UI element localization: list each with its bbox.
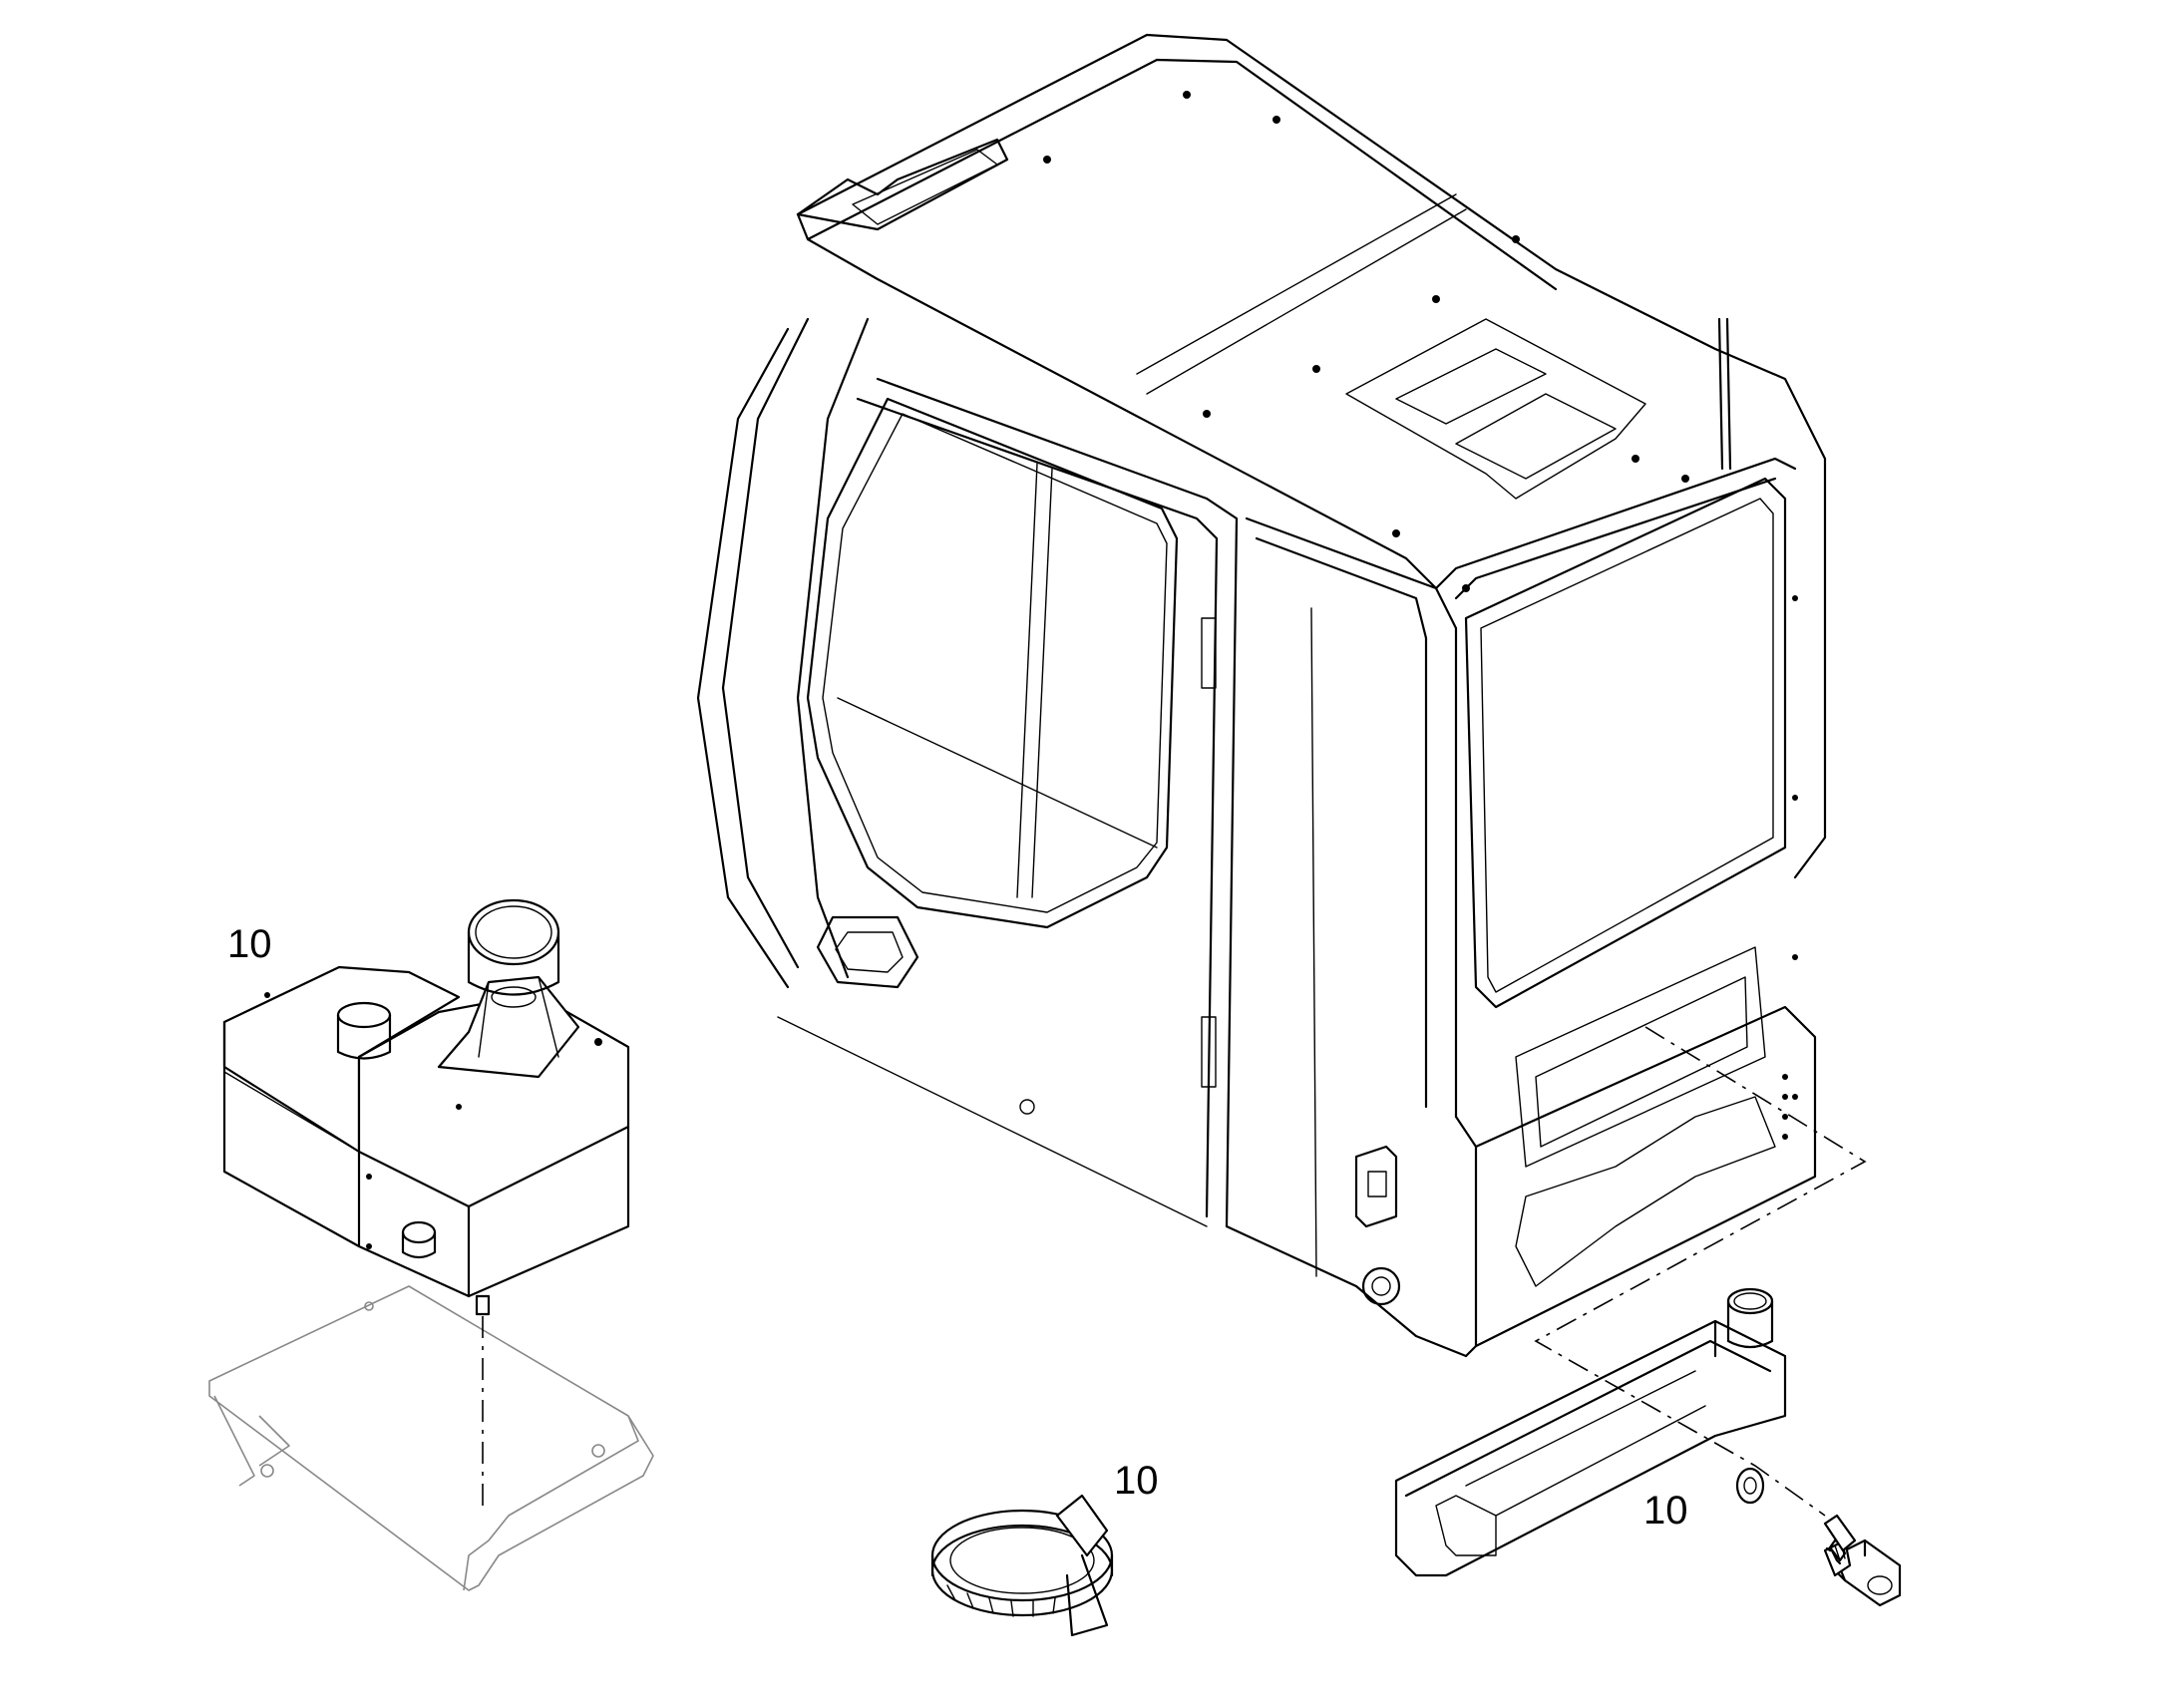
cab-fasteners [1043,91,1798,1140]
operator-cab [696,33,1827,1358]
nozzle-cover [1394,1287,1787,1577]
assembly-centerlines [1534,1026,1867,1517]
callout-nozzle-cover: 10 [1643,1489,1688,1533]
tank-bracket [208,1285,654,1591]
washer-tank [222,898,630,1316]
washer [1735,1467,1765,1505]
callout-washer-tank: 10 [227,922,272,966]
callout-hose-clamp: 10 [1114,1459,1159,1503]
hose-clamp [930,1494,1114,1637]
bolt-shank [1823,1514,1857,1552]
mounting-bolt [1823,1538,1902,1607]
